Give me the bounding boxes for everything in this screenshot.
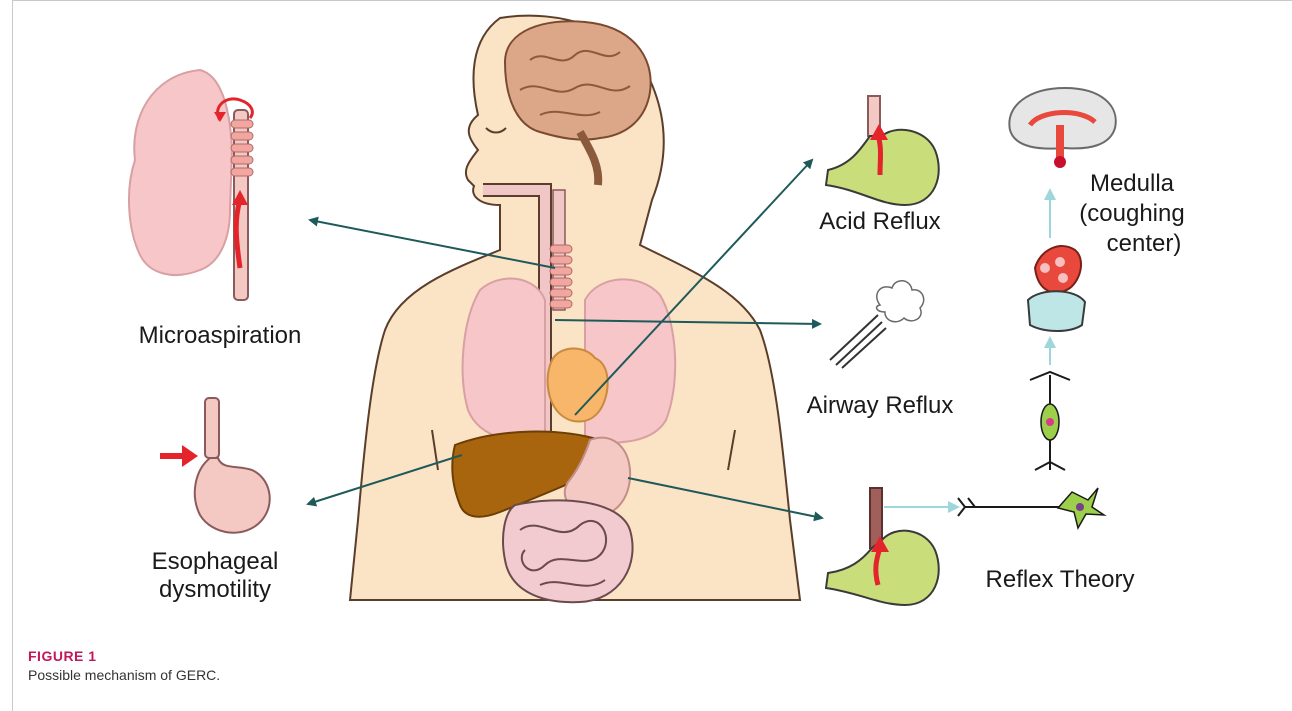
microaspiration-label: Microaspiration [120,322,320,350]
neuron-horizontal [958,488,1104,528]
esophageal-stomach-illustration [160,398,270,533]
figure-number: FIGURE 1 [28,648,97,664]
acid-reflux-stomach [826,96,939,205]
heart-illustration [548,348,608,421]
airway-reflux-label: Airway Reflux [780,392,980,420]
figure-caption: Possible mechanism of GERC. [28,667,220,683]
reflex-theory-label: Reflex Theory [960,566,1160,594]
intestines [503,500,633,602]
airway-reflux-puff [830,281,924,368]
synapse-illustration [1028,246,1085,331]
microaspiration-illustration [129,70,253,300]
medulla-label-line3: center) [1084,230,1204,258]
esophageal-label-line2: dysmotility [115,576,315,604]
neural-arrows [884,190,1050,507]
reflex-stomach [826,488,939,605]
medulla-label-line2: (coughing [1062,200,1202,228]
medulla-brain-illustration [1009,88,1115,168]
medulla-label-line1: Medulla [1062,170,1202,198]
esophageal-label-line1: Esophageal [115,548,315,576]
acid-reflux-label: Acid Reflux [790,208,970,236]
neuron-vertical [1030,372,1070,470]
